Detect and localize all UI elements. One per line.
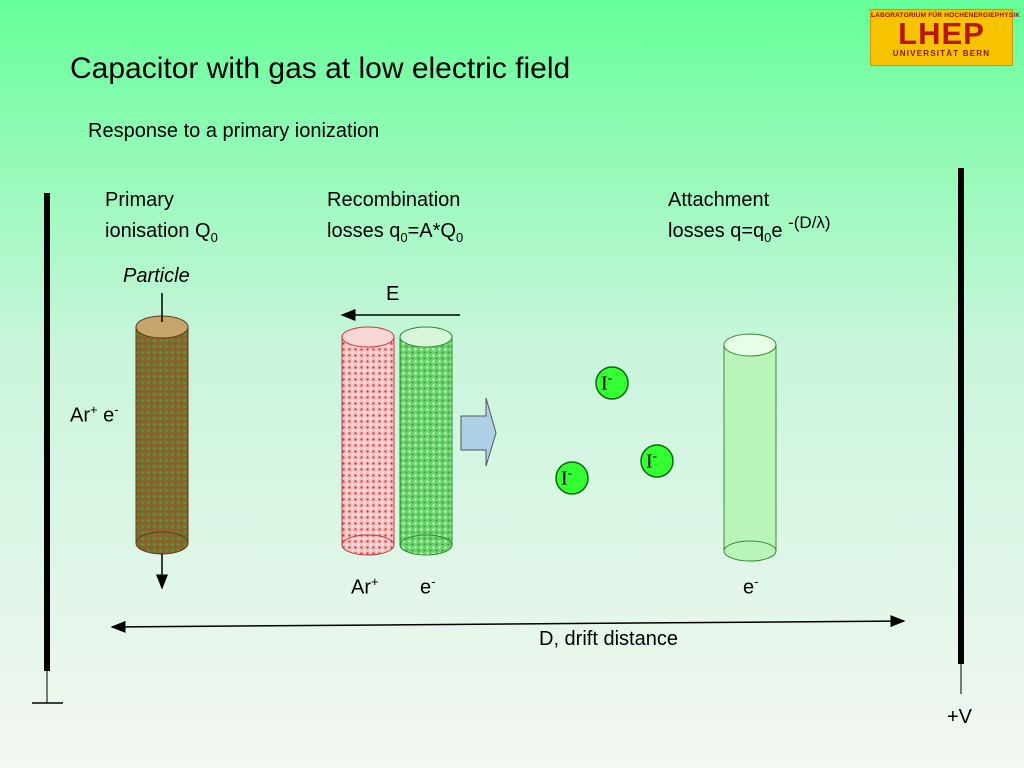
electron-cylinder (399, 326, 453, 556)
drift-distance-arrow (110, 615, 906, 633)
right-capacitor-plate (958, 168, 964, 664)
iodine-ion-label-3: I- (561, 465, 573, 490)
iodine-ion-2 (640, 444, 674, 478)
electron-label: e- (420, 574, 436, 599)
field-label: E (386, 283, 400, 305)
iodine-ion-1 (595, 366, 629, 400)
attached-electron-label: e- (743, 574, 759, 599)
recombination-line2: losses q0=A*Q0 (327, 220, 464, 245)
attachment-exponent: -(D/λ) (788, 213, 831, 232)
slide-title: Capacitor with gas at low electric field (70, 52, 571, 85)
left-capacitor-plate (44, 193, 50, 671)
left-ion-labels: Ar+ e- (70, 402, 119, 427)
iodine-ion-label-2: I- (646, 448, 658, 473)
argon-label: Ar+ (351, 574, 379, 599)
argon-ion-cylinder (341, 326, 395, 556)
attached-electron-cylinder (723, 333, 777, 562)
primary-ionisation-cylinder (135, 315, 189, 555)
particle-label: Particle (123, 265, 190, 287)
slide-subtitle: Response to a primary ionization (88, 120, 380, 142)
recombination-label: Recombination losses q0=A*Q0 (327, 185, 463, 253)
primary-line1: Primary (105, 189, 174, 211)
transition-arrow (460, 397, 497, 467)
logo-bottom-text: UNIVERSITÄT BERN (892, 49, 991, 58)
logo-main-text: LHEP (898, 16, 985, 51)
primary-line2: ionisation Q0 (105, 220, 218, 245)
attachment-line1: Attachment (668, 189, 770, 211)
iodine-ion-label-1: I- (601, 370, 613, 395)
primary-ionisation-label: Primary ionisation Q0 (105, 185, 218, 253)
voltage-label: +V (947, 706, 973, 728)
logo-top-text: LABORATORIUM FÜR HOCHENERGIEPHYSIK (871, 12, 1021, 19)
recombination-line1: Recombination (327, 189, 461, 211)
attachment-label: Attachment losses q=q0e -(D/λ) (668, 185, 831, 253)
attachment-line2: losses q=q0e -(D/λ) (668, 213, 831, 245)
iodine-ion-3 (555, 461, 589, 495)
lhep-logo: LABORATORIUM FÜR HOCHENERGIEPHYSIK LHEP … (870, 9, 1021, 66)
drift-distance-label: D, drift distance (539, 628, 678, 650)
